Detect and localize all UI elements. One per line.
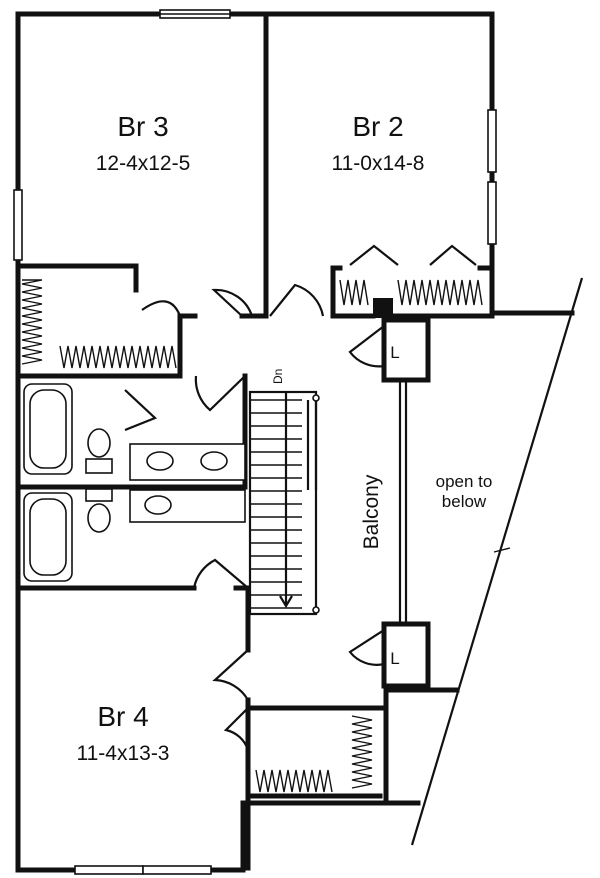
- open-to-below-edge: [410, 277, 584, 846]
- linen-bottom-label: L: [390, 649, 399, 668]
- open-to-below-line1: open to: [436, 472, 493, 491]
- linen-top-label: L: [390, 343, 399, 362]
- balcony-rail: [398, 382, 408, 622]
- br3-name: Br 3: [117, 111, 168, 142]
- stair: [248, 390, 320, 616]
- br4-name: Br 4: [97, 701, 148, 732]
- closet-rods: [21, 279, 483, 793]
- br4-dims: 11-4x13-3: [76, 742, 169, 765]
- interior-walls: [15, 13, 495, 871]
- bathroom-fixtures: [23, 383, 246, 582]
- doors: [124, 244, 477, 751]
- open-to-below-line2: below: [442, 492, 487, 511]
- br3-dims: 12-4x12-5: [96, 152, 191, 175]
- br2-name: Br 2: [352, 111, 403, 142]
- balcony-label: Balcony: [360, 474, 383, 549]
- stair-dn-label: Dn: [271, 369, 285, 384]
- windows: [13, 9, 497, 875]
- br2-dims: 11-0x14-8: [331, 152, 424, 175]
